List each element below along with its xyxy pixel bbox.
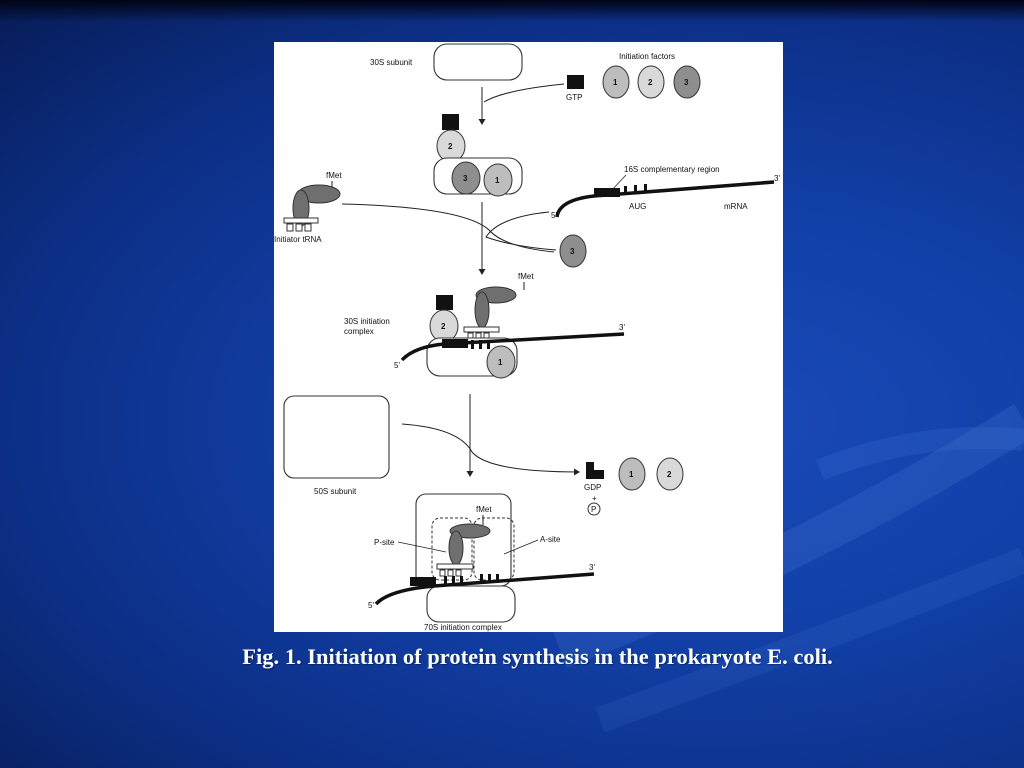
label-3prime-1: 3' xyxy=(774,174,780,183)
ribosome-70s-small xyxy=(426,585,516,623)
factor-2-complex-label: 2 xyxy=(441,322,446,331)
label-initiation-factors: Initiation factors xyxy=(619,52,675,61)
label-50s-subunit: 50S subunit xyxy=(314,487,357,496)
factor-1-bound xyxy=(483,163,513,197)
codon-tick-2a xyxy=(471,340,474,349)
arrow-factor-merge xyxy=(483,83,565,103)
codon-tick-3d xyxy=(480,574,483,583)
factor-2-bound-label: 2 xyxy=(448,142,453,151)
label-phosphate: P xyxy=(591,505,596,514)
label-a-site: A-site xyxy=(540,535,561,544)
codon-tick-2c xyxy=(487,340,490,349)
label-fmet-2: fMet xyxy=(518,272,534,281)
label-3prime-3: 3' xyxy=(589,563,595,572)
label-5prime-2: 5' xyxy=(394,361,400,370)
trna-anticodon-bar-2 xyxy=(463,326,500,333)
label-fmet-3: fMet xyxy=(476,505,492,514)
factor-1-circle xyxy=(602,65,630,99)
codon-tick-3c xyxy=(460,576,463,585)
factor-3-released xyxy=(559,234,587,268)
factor-1-released xyxy=(618,457,646,491)
label-3prime-2: 3' xyxy=(619,323,625,332)
label-mrna: mRNA xyxy=(724,202,748,211)
curve-50s-entry xyxy=(401,423,580,476)
gtp-block xyxy=(567,75,584,89)
label-30s-subunit: 30S subunit xyxy=(370,58,413,67)
mrna-strand-1 xyxy=(555,180,775,218)
label-plus: + xyxy=(592,494,597,503)
factor-1-complex xyxy=(486,345,516,379)
factor-3-bound-label: 3 xyxy=(463,174,468,183)
trna-body-2 xyxy=(474,291,490,329)
ribosome-70s-large xyxy=(415,493,512,587)
sd-block-complex xyxy=(442,339,468,348)
factor-2-circle xyxy=(637,65,665,99)
gtp-block-bound xyxy=(442,114,459,130)
curve-mrna-entry xyxy=(485,211,557,251)
sd-sequence-block xyxy=(594,188,620,197)
label-30s-complex-line2: complex xyxy=(344,327,374,336)
anticodon-box-3b xyxy=(447,569,454,577)
trna-body-3 xyxy=(448,530,464,566)
label-5prime-1: 5' xyxy=(551,211,557,220)
initiation-diagram: 30S subunit Initiation factors GTP 1 2 3… xyxy=(274,43,780,632)
factor-2-released-label: 2 xyxy=(667,470,672,479)
initiation-figure: 30S subunit Initiation factors GTP 1 2 3… xyxy=(274,42,783,632)
sd-block-70s xyxy=(410,577,436,586)
anticodon-box-2 xyxy=(295,223,303,232)
codon-tick-3b xyxy=(452,576,455,585)
factor-2-released xyxy=(656,457,684,491)
label-initiator-trna: Initiator tRNA xyxy=(274,235,322,244)
codon-tick-3a xyxy=(444,576,447,585)
codon-tick-1 xyxy=(624,186,627,195)
codon-tick-2 xyxy=(634,185,637,194)
anticodon-box-3c xyxy=(455,569,462,577)
curve-trna-entry xyxy=(341,203,555,253)
factor-2-label: 2 xyxy=(648,78,653,87)
label-gdp: GDP xyxy=(584,483,601,492)
anticodon-box-3a xyxy=(439,569,446,577)
phosphate-circle xyxy=(587,502,601,516)
label-p-site: P-site xyxy=(374,538,395,547)
label-70s-complex: 70S initiation complex xyxy=(424,623,502,632)
ribosome-30s-subunit xyxy=(433,43,523,81)
label-16s-region: 16S complementary region xyxy=(624,165,720,174)
factor-1-released-label: 1 xyxy=(629,470,634,479)
figure-caption: Fig. 1. Initiation of protein synthesis … xyxy=(242,644,833,669)
gtp-block-complex xyxy=(436,295,453,310)
factor-3-circle xyxy=(673,65,701,99)
codon-tick-3 xyxy=(644,184,647,193)
p-site-pointer xyxy=(397,541,447,553)
anticodon-box-1 xyxy=(286,223,294,232)
codon-tick-3e xyxy=(488,574,491,583)
label-5prime-3: 5' xyxy=(368,601,374,610)
ribosome-50s-subunit xyxy=(283,395,390,479)
factor-3-released-label: 3 xyxy=(570,247,575,256)
a-site-pointer xyxy=(503,539,539,555)
gdp-block xyxy=(586,462,604,479)
factor-1-bound-label: 1 xyxy=(495,176,500,185)
top-dark-band xyxy=(0,0,1024,22)
codon-tick-3f xyxy=(496,574,499,583)
label-gtp: GTP xyxy=(566,93,582,102)
factor-1-label: 1 xyxy=(613,78,618,87)
anticodon-box-3 xyxy=(304,223,312,232)
label-fmet-1: fMet xyxy=(326,171,342,180)
codon-tick-2b xyxy=(479,340,482,349)
factor-3-label: 3 xyxy=(684,78,689,87)
factor-3-bound xyxy=(451,161,481,195)
factor-1-complex-label: 1 xyxy=(498,358,503,367)
mrna-strand-3 xyxy=(374,572,595,606)
trna-anticodon-bar-3 xyxy=(436,563,474,570)
label-30s-complex-line1: 30S initiation xyxy=(344,317,390,326)
trna-anticodon-bar xyxy=(283,217,319,224)
label-aug: AUG xyxy=(629,202,646,211)
